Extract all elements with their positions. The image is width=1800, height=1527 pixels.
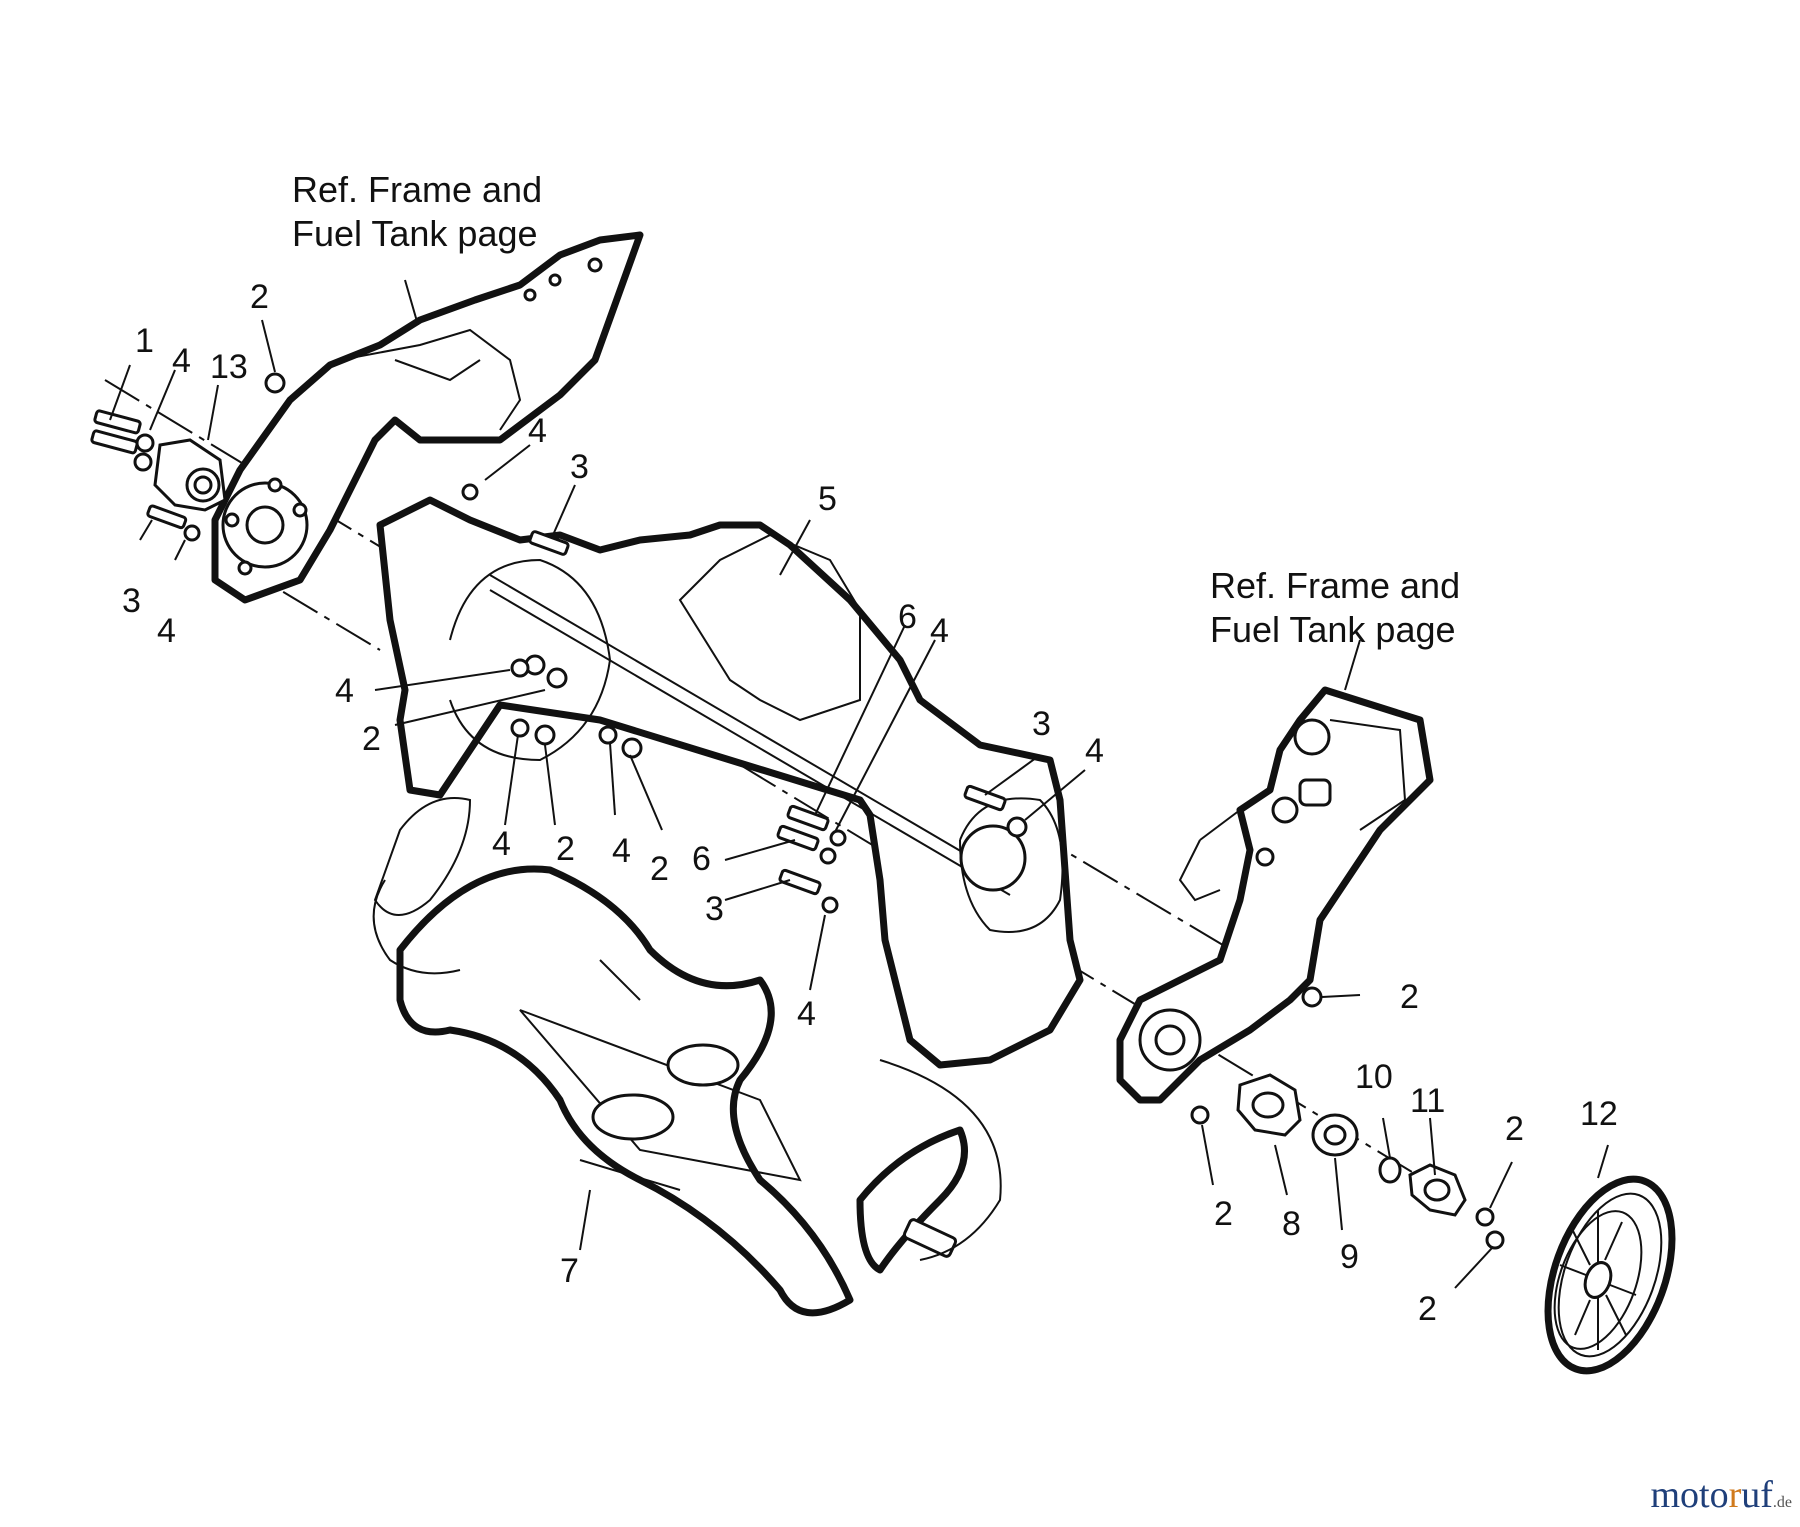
callout: 2 [250, 278, 269, 316]
callout: 4 [930, 612, 949, 650]
callout: 2 [362, 720, 381, 758]
watermark-part-2: r [1728, 1474, 1742, 1516]
ref-left-line-1: Ref. Frame and [292, 169, 542, 210]
callout: 1 [135, 322, 154, 360]
callout: 9 [1340, 1238, 1359, 1276]
callout: 2 [1400, 978, 1419, 1016]
callout: 5 [818, 480, 837, 518]
callout: 2 [556, 830, 575, 868]
callout: 11 [1410, 1082, 1445, 1120]
right-frame-plate [1116, 686, 1434, 1104]
callout: 4 [492, 825, 511, 863]
callout: 4 [528, 412, 547, 450]
callout: 3 [1032, 705, 1051, 743]
callout: 12 [1580, 1095, 1618, 1133]
callout: 2 [1214, 1195, 1233, 1233]
callout: 8 [1282, 1205, 1301, 1243]
leader-lines [109, 279, 1609, 1289]
callout: 4 [157, 612, 176, 650]
left-bearing-flange [153, 438, 227, 512]
callout: 7 [560, 1252, 579, 1290]
callout: 13 [210, 348, 248, 386]
callout: 6 [692, 840, 711, 878]
callout: 2 [650, 850, 669, 888]
callout: 4 [1085, 732, 1104, 770]
callout: 4 [172, 342, 191, 380]
callout: 4 [612, 832, 631, 870]
left-bolts-and-washers [90, 372, 479, 542]
left-frame-plate [211, 231, 644, 604]
callout: 6 [898, 598, 917, 636]
callout: 10 [1355, 1058, 1393, 1096]
auger-assembly [372, 797, 1002, 1317]
callout: 3 [705, 890, 724, 928]
part-callouts: 1 2 4 13 4 3 3 4 5 4 2 6 4 4 2 4 2 6 3 3… [122, 278, 1618, 1328]
watermark-part-3: uf [1741, 1474, 1773, 1516]
callout: 4 [797, 995, 816, 1033]
ref-left-line-2: Fuel Tank page [292, 213, 538, 254]
watermark-part-4: .de [1772, 1494, 1792, 1511]
ref-right-line-1: Ref. Frame and [1210, 565, 1460, 606]
callout: 4 [335, 672, 354, 710]
right-bearing-stack [1190, 1073, 1505, 1250]
callout: 2 [1505, 1110, 1524, 1148]
ref-right-line-2: Fuel Tank page [1210, 609, 1456, 650]
watermark-logo: motoruf.de [1650, 1473, 1792, 1517]
housing-fasteners [510, 530, 1028, 914]
watermark-part-1: moto [1650, 1474, 1729, 1516]
callout: 2 [1418, 1290, 1437, 1328]
callout: 3 [122, 582, 141, 620]
auger-housing [376, 496, 1084, 1069]
drive-pulley [1544, 1175, 1676, 1375]
callout: 3 [570, 448, 589, 486]
